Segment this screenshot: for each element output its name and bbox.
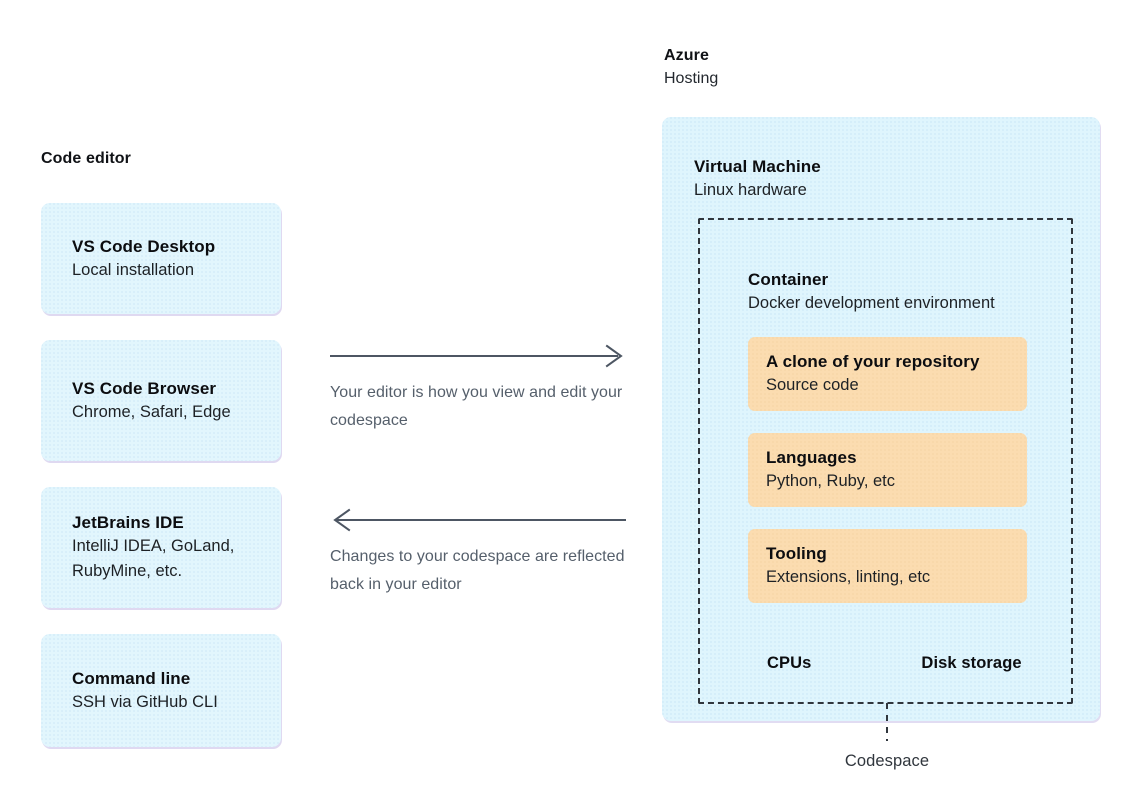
card-title: JetBrains IDE (72, 513, 184, 532)
card-title: VS Code Desktop (72, 236, 216, 256)
code-editor-heading: Code editor (41, 150, 131, 167)
card-title: A clone of your repository (766, 352, 980, 371)
container-subtitle: Docker development environment (748, 294, 995, 312)
card-subtitle: Chrome, Safari, Edge (72, 402, 231, 421)
connector-caption: Changes to your codespace are reflected … (330, 548, 625, 593)
virtual-machine-panel: Virtual Machine Linux hardware Container… (662, 117, 1100, 721)
card-title: VS Code Browser (72, 378, 217, 398)
card-subtitle: Python, Ruby, etc (766, 472, 896, 490)
connector-caption: Your editor is how you view and edit you… (330, 384, 623, 429)
azure-subtitle: Hosting (664, 70, 719, 87)
card-languages: Languages Python, Ruby, etc (748, 433, 1027, 507)
azure-title: Azure (664, 47, 709, 64)
container-dashed-box: Container Docker development environment… (698, 218, 1073, 704)
azure-heading: Azure Hosting (664, 45, 718, 91)
card-jetbrains-ide: JetBrains IDE IntelliJ IDEA, GoLand, Rub… (41, 487, 281, 608)
editor-to-codespace-connector: Your editor is how you view and edit you… (330, 344, 630, 435)
virtual-machine-title: Virtual Machine (694, 157, 821, 176)
container-heading: Container Docker development environment (748, 268, 995, 316)
card-vs-code-browser: VS Code Browser Chrome, Safari, Edge (41, 340, 281, 461)
card-subtitle: Local installation (72, 260, 194, 279)
spec-label-cpus: CPUs (767, 654, 812, 672)
card-subtitle: SSH via GitHub CLI (72, 692, 218, 711)
card-title: Tooling (766, 544, 827, 563)
card-tooling: Tooling Extensions, linting, etc (748, 529, 1027, 603)
card-title: Command line (72, 668, 191, 688)
card-title: Languages (766, 448, 857, 467)
card-subtitle: Source code (766, 376, 859, 394)
card-vs-code-desktop: VS Code Desktop Local installation (41, 203, 281, 314)
virtual-machine-subtitle: Linux hardware (694, 181, 807, 199)
codespace-label: Codespace (844, 752, 930, 770)
card-subtitle: IntelliJ IDEA, GoLand, RubyMine, etc. (72, 537, 235, 580)
container-specs-row: CPUs Disk storage (700, 654, 1075, 673)
arrow-left-icon (333, 508, 626, 532)
arrow-right-icon (330, 344, 623, 368)
container-title: Container (748, 270, 829, 289)
card-repository-clone: A clone of your repository Source code (748, 337, 1027, 411)
virtual-machine-heading: Virtual Machine Linux hardware (694, 155, 821, 203)
spec-label-disk-storage: Disk storage (921, 654, 1022, 672)
codespace-connector-line (886, 703, 888, 741)
card-subtitle: Extensions, linting, etc (766, 568, 931, 586)
codespace-to-editor-connector: Changes to your codespace are reflected … (330, 508, 630, 599)
card-command-line: Command line SSH via GitHub CLI (41, 634, 281, 747)
